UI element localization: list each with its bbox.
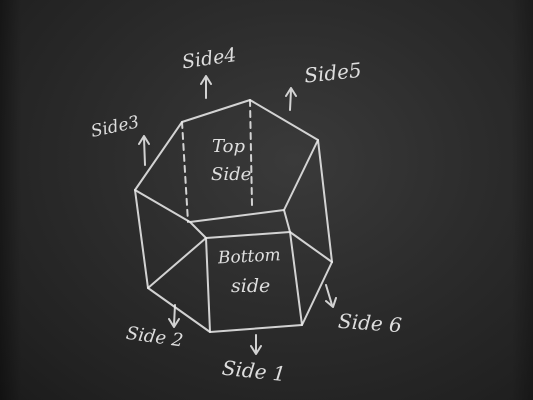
label-side6: Side 6 — [337, 309, 403, 337]
edge-front-right — [283, 209, 303, 326]
arrow-side6-icon — [325, 284, 337, 308]
label-side1: Side 1 — [221, 356, 287, 387]
arrow-side1-icon — [250, 334, 262, 355]
label-bottom-line1: Bottom — [216, 245, 281, 268]
side-separator-right — [289, 231, 333, 263]
label-side5: Side5 — [303, 58, 363, 88]
top-hexagon-outline — [134, 99, 319, 223]
arrow-side3-icon — [138, 135, 150, 166]
edge-left-back — [134, 189, 149, 289]
label-top-line1: Top — [212, 136, 245, 157]
bottom-face-top-edge — [205, 231, 291, 239]
hidden-edge-right — [249, 99, 253, 206]
edge-right-back — [317, 139, 333, 263]
arrow-side5-icon — [285, 87, 297, 111]
label-side2: Side 2 — [125, 323, 185, 352]
hidden-edge-left — [181, 121, 189, 223]
label-bottom-line2: side — [231, 275, 270, 297]
bottom-outline — [147, 261, 333, 333]
side-separator-left — [147, 237, 207, 289]
label-side4: Side4 — [181, 44, 238, 73]
arrow-side2-icon — [168, 304, 180, 328]
label-top-line2: Side — [211, 164, 251, 185]
label-side3: Side3 — [89, 112, 141, 142]
arrow-side4-icon — [200, 75, 212, 99]
